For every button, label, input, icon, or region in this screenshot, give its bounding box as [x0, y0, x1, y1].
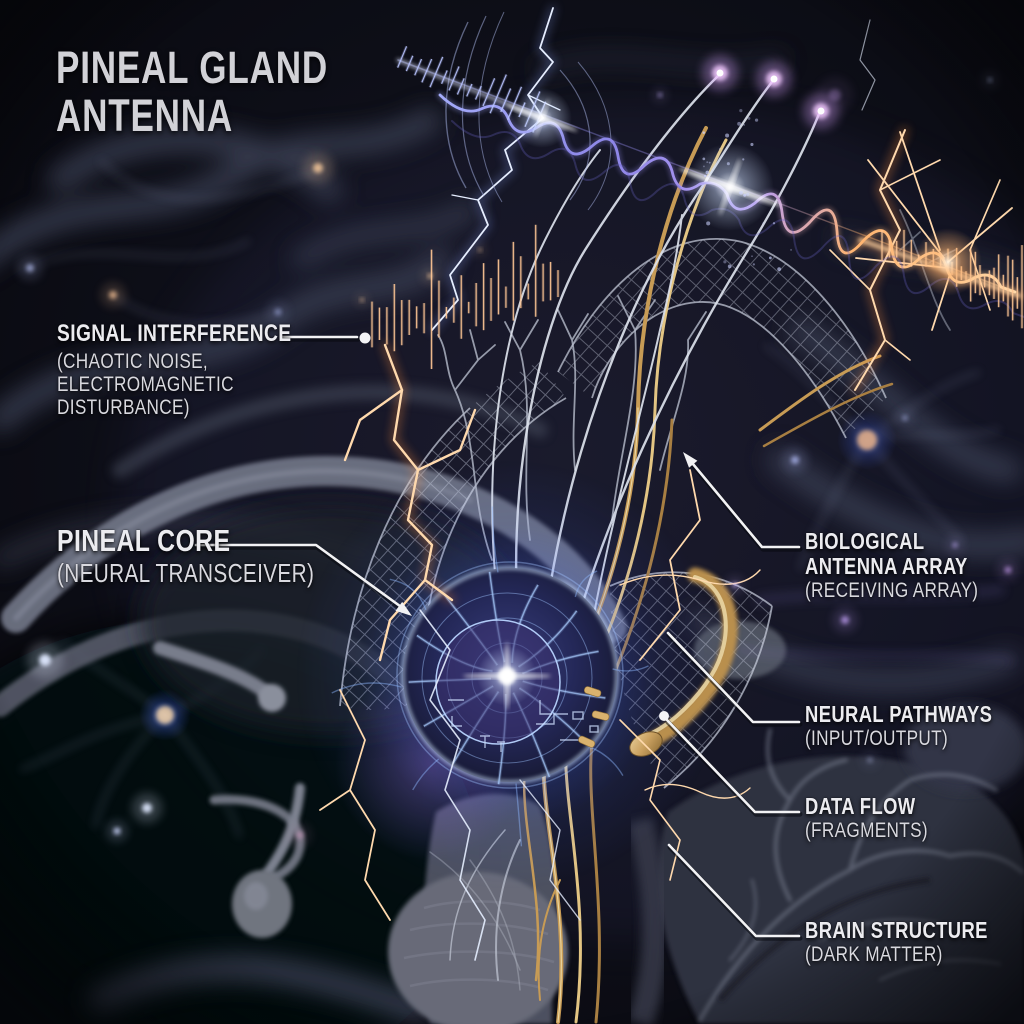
leader-biological-antenna	[686, 456, 801, 549]
label-data-flow: DATA FLOW (FRAGMENTS)	[805, 794, 928, 842]
label-signal-interference: SIGNAL INTERFERENCE (CHAOTIC NOISE, ELEC…	[57, 320, 291, 419]
leader-neural-pathways	[666, 631, 801, 724]
title-line-2: ANTENNA	[56, 90, 234, 141]
label-brain-structure: BRAIN STRUCTURE (DARK MATTER)	[805, 918, 988, 966]
label-data-flow-sub: (FRAGMENTS)	[805, 818, 928, 842]
label-neural-pathways-main: NEURAL PATHWAYS	[805, 701, 993, 727]
label-biological-antenna-array: BIOLOGICAL ANTENNA ARRAY (RECEIVING ARRA…	[805, 529, 978, 602]
label-neural-pathways-sub: (INPUT/OUTPUT)	[805, 726, 949, 750]
label-brain-structure-main: BRAIN STRUCTURE	[805, 917, 988, 943]
label-signal-interference-sub-3: DISTURBANCE)	[57, 395, 190, 419]
leader-brain-structure	[667, 843, 801, 938]
arrowhead-pineal-core	[395, 601, 412, 616]
label-neural-pathways: NEURAL PATHWAYS (INPUT/OUTPUT)	[805, 702, 992, 750]
label-pineal-core: PINEAL CORE (NEURAL TRANSCEIVER)	[57, 524, 314, 587]
page-title: PINEAL GLAND ANTENNA	[56, 44, 328, 140]
label-signal-interference-main: SIGNAL INTERFERENCE	[57, 320, 292, 347]
label-biological-antenna-main-2: ANTENNA ARRAY	[805, 553, 968, 579]
label-brain-structure-sub: (DARK MATTER)	[805, 942, 943, 966]
callout-leaders	[194, 332, 803, 941]
leader-dot-signal	[359, 332, 371, 344]
title-line-1: PINEAL GLAND	[56, 42, 328, 93]
leader-pineal-core	[194, 543, 406, 611]
leader-dot-data	[659, 711, 669, 721]
label-biological-antenna-main-1: BIOLOGICAL	[805, 528, 925, 554]
label-signal-interference-sub-1: (CHAOTIC NOISE,	[57, 349, 209, 373]
label-data-flow-main: DATA FLOW	[805, 793, 916, 819]
leader-data-flow	[665, 718, 801, 814]
label-pineal-core-main: PINEAL CORE	[57, 523, 231, 558]
label-biological-antenna-sub: (RECEIVING ARRAY)	[805, 578, 979, 602]
label-pineal-core-sub: (NEURAL TRANSCEIVER)	[57, 558, 315, 588]
label-signal-interference-sub-2: ELECTROMAGNETIC	[57, 372, 234, 396]
arrowhead-biological-antenna	[683, 452, 698, 468]
